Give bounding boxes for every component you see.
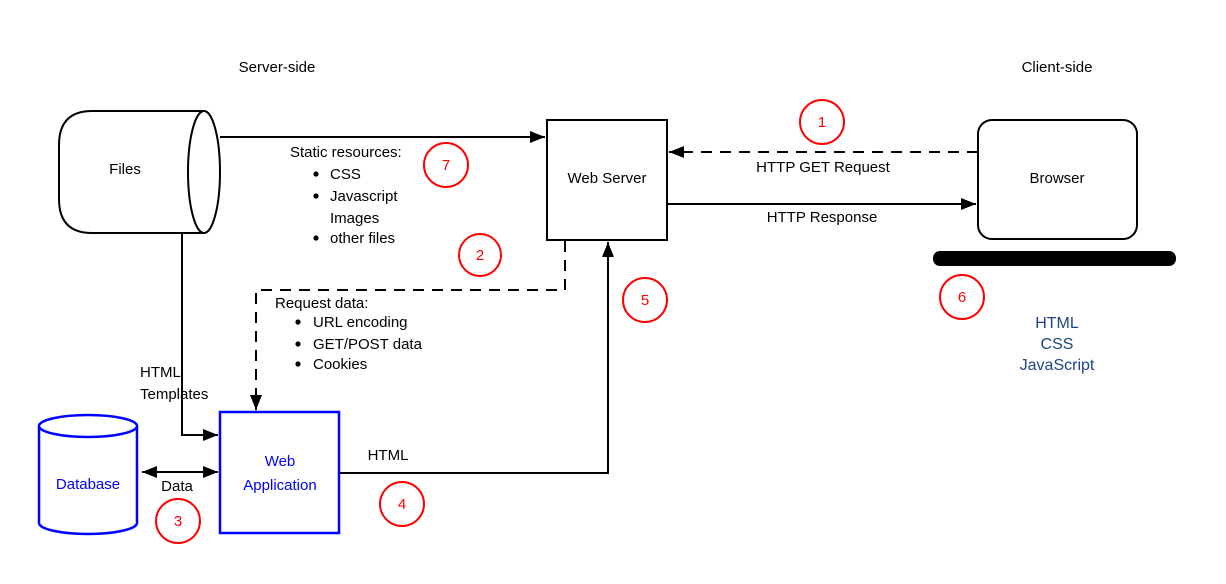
step-number: 1 xyxy=(818,114,826,131)
step-circle xyxy=(458,233,502,277)
http-response-label: HTTP Response xyxy=(767,209,878,226)
step-circle xyxy=(155,498,201,544)
web-application-label-line2: Application xyxy=(243,477,316,494)
files-cylinder-cap xyxy=(187,110,221,234)
bullet-icon xyxy=(313,193,319,199)
step-circle xyxy=(622,277,668,323)
request-data-item: URL encoding xyxy=(313,314,408,331)
request-data-item: GET/POST data xyxy=(313,336,423,353)
web-server-label: Web Server xyxy=(568,170,647,187)
webapp-to-webserver-html-arrow xyxy=(340,242,614,474)
database-cylinder: Database xyxy=(37,413,139,536)
step-circle xyxy=(379,481,425,527)
step-circle xyxy=(939,274,985,320)
static-resources-annotation: Static resources: CSS Javascript Images … xyxy=(290,144,402,247)
webserver-to-webapp-dashed-arrow xyxy=(250,241,566,410)
client-side-label: Client-side xyxy=(1022,59,1093,76)
step-number: 2 xyxy=(476,247,484,264)
request-data-title: Request data: xyxy=(275,295,368,312)
step-callout-2: 2 xyxy=(458,233,502,277)
browser-output-item: CSS xyxy=(1041,336,1074,353)
step-number: 3 xyxy=(174,513,182,530)
step-callout-4: 4 xyxy=(379,481,425,527)
web-application-node: Web Application xyxy=(218,410,341,535)
static-resources-item: CSS xyxy=(330,166,361,183)
web-application-label-line1: Web xyxy=(265,453,296,470)
request-data-annotation: Request data: URL encoding GET/POST data… xyxy=(275,295,423,373)
web-application-box xyxy=(218,410,341,535)
step-circle xyxy=(423,142,469,188)
step-callout-3: 3 xyxy=(155,498,201,544)
browser-output-item: JavaScript xyxy=(1020,357,1095,374)
step-callout-7: 7 xyxy=(423,142,469,188)
step-number: 7 xyxy=(442,157,450,174)
bullet-icon xyxy=(313,171,319,177)
database-cylinder-body xyxy=(37,426,139,536)
files-label: Files xyxy=(109,161,141,178)
browser-box xyxy=(977,119,1138,240)
step-number: 6 xyxy=(958,289,966,306)
step-callout-5: 5 xyxy=(622,277,668,323)
step-circle xyxy=(799,99,845,145)
step-number: 4 xyxy=(398,496,406,513)
static-resources-title: Static resources: xyxy=(290,144,402,161)
static-resources-item: Images xyxy=(330,210,379,227)
web-server-box xyxy=(546,119,668,241)
request-data-item: Cookies xyxy=(313,356,367,373)
html-templates-label-line1: HTML xyxy=(140,364,181,381)
bullet-icon xyxy=(313,235,319,241)
files-cylinder-body xyxy=(58,110,204,234)
laptop-base-bar xyxy=(933,251,1176,266)
bullet-icon xyxy=(295,319,301,325)
database-label: Database xyxy=(56,476,120,493)
files-to-webapp-arrow xyxy=(181,234,218,441)
data-label: Data xyxy=(161,478,193,495)
web-server-node: Web Server xyxy=(546,119,668,241)
database-cylinder-cap xyxy=(37,413,139,439)
files-cylinder: Files xyxy=(58,110,221,234)
browser-label: Browser xyxy=(1029,170,1084,187)
step-number: 5 xyxy=(641,292,649,309)
browser-output-item: HTML xyxy=(1035,315,1079,332)
bullet-icon xyxy=(295,361,301,367)
http-get-label: HTTP GET Request xyxy=(756,159,890,176)
step-callout-1: 1 xyxy=(799,99,845,145)
browser-output-annotation: HTML CSS JavaScript xyxy=(1020,315,1095,374)
step-callout-6: 6 xyxy=(939,274,985,320)
static-resources-item: Javascript xyxy=(330,188,398,205)
static-resources-item: other files xyxy=(330,230,395,247)
server-side-label: Server-side xyxy=(239,59,316,76)
bullet-icon xyxy=(295,341,301,347)
browser-node: Browser xyxy=(977,119,1138,240)
html-templates-label-line2: Templates xyxy=(140,386,208,403)
html-label: HTML xyxy=(368,447,409,464)
